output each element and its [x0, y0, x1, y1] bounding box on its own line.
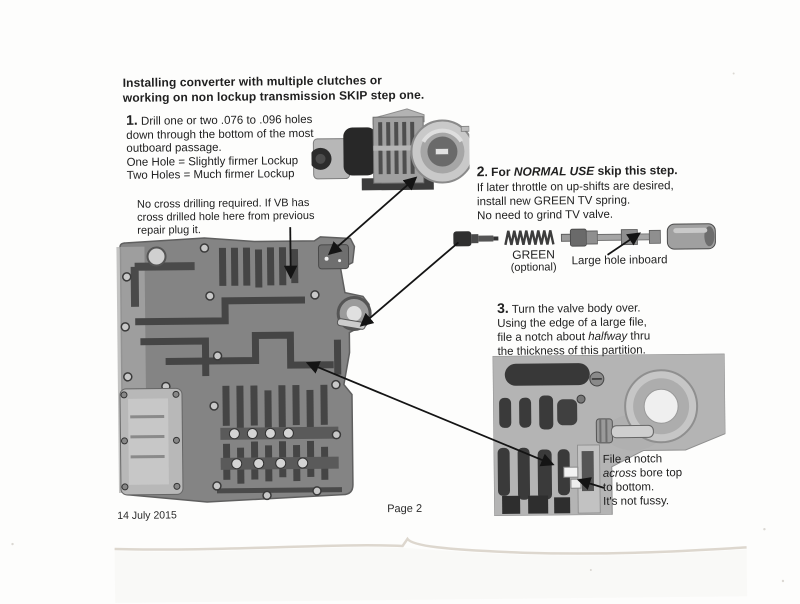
notch-note-line4: It's not fussy.: [603, 494, 733, 509]
cross-drill-note: No cross drilling required. If VB has cr…: [137, 197, 347, 238]
step2-number: 2: [477, 163, 485, 179]
intro-heading: Installing converter with multiple clutc…: [123, 72, 463, 106]
step3-line1: Turn the valve body over.: [509, 302, 641, 315]
step2-line3: No need to grind TV valve.: [477, 207, 707, 223]
step1-line1: Drill one or two .076 to .096 holes: [138, 114, 313, 128]
spring-sub-label: (optional): [503, 261, 565, 274]
step1-number: 1.: [126, 112, 138, 128]
notch-note: File a notch across bore top to bottom. …: [603, 452, 734, 509]
cross-drill-note-line3: repair plug it.: [137, 223, 347, 238]
sleeve-label: Large hole inboard: [572, 253, 668, 268]
step3-number: 3.: [497, 300, 509, 316]
step2-line1: If later throttle on up-shifts are desir…: [477, 179, 707, 195]
step1-line5: Two Holes = Much firmer Lockup: [127, 167, 357, 183]
tv-valve-parts-photo: [451, 221, 719, 256]
paper-edge: [115, 535, 747, 558]
notch-note-line3: to bottom.: [603, 480, 733, 495]
step3-text: 3. Turn the valve body over. Using the e…: [497, 299, 728, 359]
valve-body-photo: [104, 234, 377, 509]
step2-text: 2. For NORMAL USE skip this step. If lat…: [477, 161, 708, 223]
step3-line4: the thickness of this partition.: [497, 343, 727, 359]
spring-label-block: GREEN (optional): [502, 248, 564, 274]
footer-date: 14 July 2015: [117, 508, 177, 523]
spring-label: GREEN: [502, 248, 564, 261]
step1-text: 1. Drill one or two .076 to .096 holes d…: [126, 111, 357, 183]
notch-note-emphasis: across: [603, 468, 637, 480]
step3-emphasis: halfway: [588, 331, 627, 343]
footer-page-number: Page 2: [387, 502, 422, 516]
step2-title-emphasis: NORMAL USE: [514, 164, 595, 179]
notch-note-line1: File a notch: [603, 452, 733, 467]
arrow-parts-to-tv-location: [360, 242, 459, 325]
